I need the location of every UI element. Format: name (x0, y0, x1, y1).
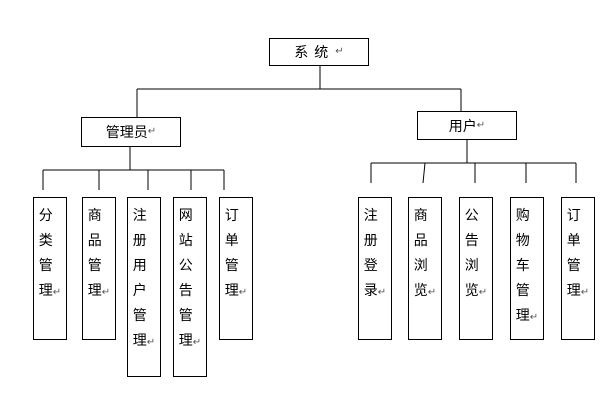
leaf-label-char: 理↵ (224, 283, 248, 299)
leaf-label-char: 管 (38, 258, 53, 274)
leaf-label-char: 品 (87, 233, 102, 249)
leaf-label: 注册用户管理↵ (133, 204, 155, 354)
leaf-node-product-management: 商品管理↵ (82, 197, 116, 340)
leaf-label-char: 品 (413, 233, 428, 249)
leaf-node-order-management: 订单管理↵ (219, 197, 253, 340)
root-label: 系统 (294, 45, 335, 61)
leaf-label-char: 户 (132, 283, 147, 299)
leaf-label-char: 管 (515, 283, 530, 299)
leaf-label: 商品浏览↵ (414, 204, 436, 304)
leaf-node-register-login: 注册登录↵ (358, 197, 392, 340)
leaf-label-char: 购 (515, 208, 530, 224)
leaf-label-char: 登 (363, 258, 378, 274)
paragraph-mark-icon: ↵ (427, 287, 437, 298)
leaf-label: 订单管理↵ (567, 204, 589, 304)
paragraph-mark-icon: ↵ (335, 46, 344, 57)
leaf-label-char: 理↵ (566, 283, 590, 299)
leaf-label-char: 理↵ (132, 333, 156, 349)
leaf-label-char: 商 (87, 208, 102, 224)
leaf-label-char: 分 (38, 208, 53, 224)
paragraph-mark-icon: ↵ (238, 287, 248, 298)
paragraph-mark-icon: ↵ (529, 312, 539, 323)
leaf-label: 公告浏览↵ (465, 204, 487, 304)
leaf-label-char: 管 (566, 258, 581, 274)
leaf-label-char: 理↵ (178, 333, 202, 349)
user-label: 用户 (448, 118, 477, 135)
leaf-node-category-management: 分类管理↵ (33, 197, 67, 340)
leaf-label-char: 告 (464, 233, 479, 249)
admin-label: 管理员 (105, 125, 148, 141)
leaf-label-char: 告 (178, 283, 193, 299)
admin-node: 管理员 ↵ (81, 117, 181, 147)
user-node: 用户 ↵ (417, 111, 517, 140)
leaf-label-char: 理↵ (38, 283, 62, 299)
leaf-label-char: 用 (132, 258, 147, 274)
paragraph-mark-icon: ↵ (52, 287, 62, 298)
leaf-label-char: 浏 (413, 258, 428, 274)
leaf-node-user-order-management: 订单管理↵ (561, 197, 595, 340)
leaf-label-char: 览↵ (464, 283, 488, 299)
leaf-label-char: 浏 (464, 258, 479, 274)
leaf-label-char: 单 (566, 233, 581, 249)
leaf-label-char: 注 (363, 208, 378, 224)
leaf-label-char: 录↵ (363, 283, 387, 299)
leaf-label: 分类管理↵ (39, 204, 61, 304)
leaf-label-char: 注 (132, 208, 147, 224)
paragraph-mark-icon: ↵ (101, 287, 111, 298)
leaf-label-char: 理↵ (87, 283, 111, 299)
leaf-label-char: 公 (178, 258, 193, 274)
leaf-node-product-browse: 商品浏览↵ (408, 197, 442, 340)
leaf-node-registered-user-management: 注册用户管理↵ (127, 197, 161, 377)
leaf-label-char: 管 (87, 258, 102, 274)
leaf-label-char: 理↵ (515, 308, 539, 324)
leaf-label: 网站公告管理↵ (179, 204, 201, 354)
leaf-label-char: 册 (132, 233, 147, 249)
leaf-label-char: 类 (38, 233, 53, 249)
leaf-label-char: 管 (224, 258, 239, 274)
leaf-label-char: 商 (413, 208, 428, 224)
paragraph-mark-icon: ↵ (192, 337, 202, 348)
paragraph-mark-icon: ↵ (476, 119, 486, 131)
leaf-label-char: 网 (178, 208, 193, 224)
leaf-label-char: 管 (178, 308, 193, 324)
leaf-label-char: 订 (566, 208, 581, 224)
leaf-label-char: 管 (132, 308, 147, 324)
leaf-label-char: 物 (515, 233, 530, 249)
leaf-node-notice-browse: 公告浏览↵ (459, 197, 493, 340)
leaf-label: 注册登录↵ (364, 204, 386, 304)
leaf-node-site-notice-management: 网站公告管理↵ (173, 197, 207, 377)
leaf-label: 购物车管理↵ (516, 204, 538, 329)
paragraph-mark-icon: ↵ (377, 287, 387, 298)
leaf-node-cart-management: 购物车管理↵ (510, 197, 544, 340)
root-node: 系统 ↵ (269, 38, 369, 66)
leaf-label-char: 册 (363, 233, 378, 249)
leaf-label-char: 车 (515, 258, 530, 274)
leaf-label-char: 单 (224, 233, 239, 249)
leaf-label-char: 览↵ (413, 283, 437, 299)
paragraph-mark-icon: ↵ (478, 287, 488, 298)
paragraph-mark-icon: ↵ (146, 337, 156, 348)
leaf-label: 商品管理↵ (88, 204, 110, 304)
paragraph-mark-icon: ↵ (147, 126, 157, 137)
paragraph-mark-icon: ↵ (580, 287, 590, 298)
leaf-label: 订单管理↵ (225, 204, 247, 304)
leaf-label-char: 订 (224, 208, 239, 224)
leaf-label-char: 公 (464, 208, 479, 224)
leaf-label-char: 站 (178, 233, 193, 249)
